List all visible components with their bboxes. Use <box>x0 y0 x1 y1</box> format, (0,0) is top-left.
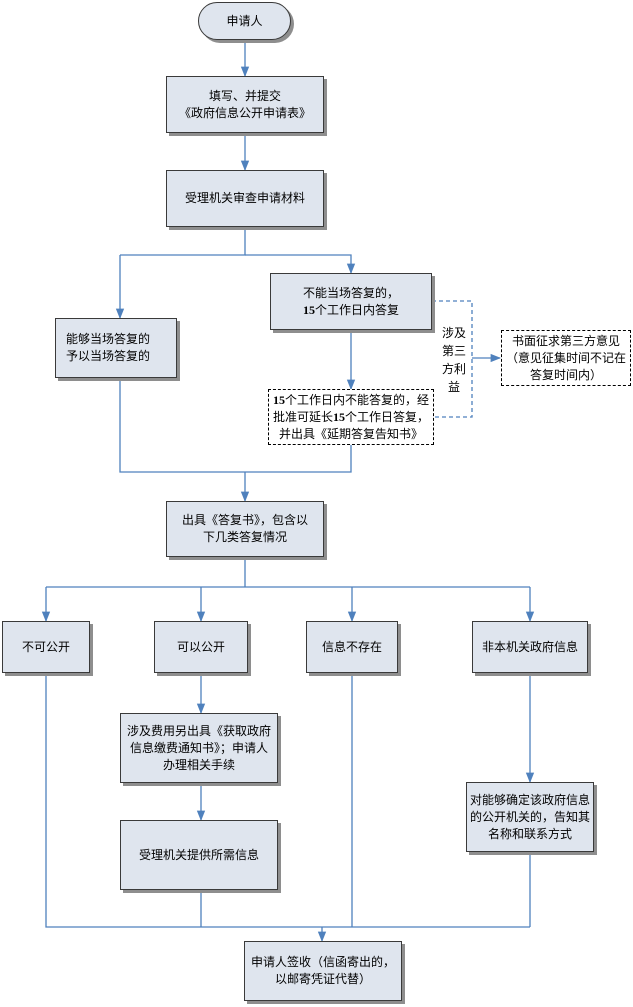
extend-line-1-rest: 个工作日内不能答复的，经 <box>284 392 429 407</box>
node-info-not-exist: 信息不存在 <box>306 621 398 673</box>
third-party-label-text: 涉及第三方利益 <box>441 326 466 394</box>
node-onsite-reply: 能够当场答复的 予以当场答复的 <box>55 318 177 378</box>
extend-line-1: 15个工作日内不能答复的，经 <box>273 392 429 409</box>
node-reply-letter: 出具《答复书》，包含以 下几类答复情况 <box>166 501 324 557</box>
provide-label: 受理机关提供所需信息 <box>138 847 259 862</box>
extend-days-1: 15 <box>272 392 285 407</box>
notonsite-days: 15 <box>302 302 315 317</box>
extend-line-3: 并出具《延期答复告知书》 <box>278 426 423 441</box>
line-onsite-to-merge <box>119 378 245 473</box>
third-party-line-3: 答复时间内） <box>529 367 602 382</box>
node-not-public: 不可公开 <box>2 621 90 673</box>
node-applicant-sign: 申请人签收（信函寄出的， 以邮寄凭证代替） <box>244 941 402 1001</box>
sign-line-1: 申请人签收（信函寄出的， <box>250 955 395 969</box>
fee-line-1: 涉及费用另出具《获取政府 <box>126 723 271 738</box>
sign-line-2: 以邮寄凭证代替） <box>274 972 371 986</box>
notonsite-line-1: 不能当场答复的， <box>302 285 399 300</box>
notify-line-3: 名称和联系方式 <box>487 826 572 841</box>
line-third-party-bracket <box>432 300 473 418</box>
node-extension: 15个工作日内不能答复的，经 批准可延长15个工作日答复， 并出具《延期答复告知… <box>268 389 434 445</box>
third-party-line-1: 书面征求第三方意见 <box>511 333 620 348</box>
node-fee-notice: 涉及费用另出具《获取政府 信息缴费通知书》；申请人 办理相关手续 <box>120 713 278 783</box>
reply-line-2: 下几类答复情况 <box>202 530 287 544</box>
node-not-onsite-reply: 不能当场答复的， 15个工作日内答复 <box>270 273 432 330</box>
notify-line-2: 的公开机关的，告知其 <box>469 809 590 824</box>
submit-line-1: 填写、并提交 <box>208 88 281 103</box>
onsite-line-1: 能够当场答复的 <box>66 332 151 346</box>
can-public-label: 可以公开 <box>176 639 225 654</box>
arrow-split-to-notonsite <box>245 254 356 275</box>
line-extend-to-merge <box>245 445 352 473</box>
not-exist-label: 信息不存在 <box>321 639 382 654</box>
notonsite-line-2: 15个工作日内答复 <box>303 302 399 319</box>
not-agency-label: 非本机关政府信息 <box>481 639 578 654</box>
node-not-agency-info: 非本机关政府信息 <box>472 621 588 673</box>
fee-line-3: 办理相关手续 <box>162 757 235 772</box>
notify-line-1: 对能够确定该政府信息 <box>469 792 590 807</box>
node-provide-info: 受理机关提供所需信息 <box>120 820 278 890</box>
reply-line-1: 出具《答复书》，包含以 <box>181 513 308 527</box>
submit-line-2: 《政府信息公开申请表》 <box>178 105 311 120</box>
review-label: 受理机关审查申请材料 <box>184 191 305 205</box>
node-submit-form: 填写、并提交 《政府信息公开申请表》 <box>166 76 324 133</box>
extend-line-2: 批准可延长15个工作日答复， <box>273 409 429 426</box>
extend-days-2: 15 <box>333 409 345 424</box>
node-third-party-opinion: 书面征求第三方意见 （意见征集时间不记在 答复时间内） <box>501 330 631 386</box>
node-review-materials: 受理机关审查申请材料 <box>166 170 324 227</box>
onsite-line-2: 予以当场答复的 <box>66 349 151 363</box>
node-applicant: 申请人 <box>198 2 291 40</box>
notonsite-line-2-rest: 个工作日内答复 <box>314 302 399 317</box>
fee-line-2: 信息缴费通知书》；申请人 <box>129 740 268 755</box>
extend-line-2-a: 批准可延长 <box>272 409 333 424</box>
line-review-split <box>120 227 246 256</box>
node-can-public: 可以公开 <box>154 621 248 673</box>
node-notify-agency: 对能够确定该政府信息 的公开机关的，告知其 名称和联系方式 <box>466 782 594 852</box>
third-party-line-2: （意见征集时间不记在 <box>505 350 626 365</box>
third-party-label: 涉及第三方利益 <box>441 324 467 396</box>
not-public-label: 不可公开 <box>21 639 70 654</box>
line-not-public-down <box>45 673 530 928</box>
node-applicant-label: 申请人 <box>226 13 263 28</box>
extend-line-2-b: 个工作日答复， <box>345 409 430 424</box>
